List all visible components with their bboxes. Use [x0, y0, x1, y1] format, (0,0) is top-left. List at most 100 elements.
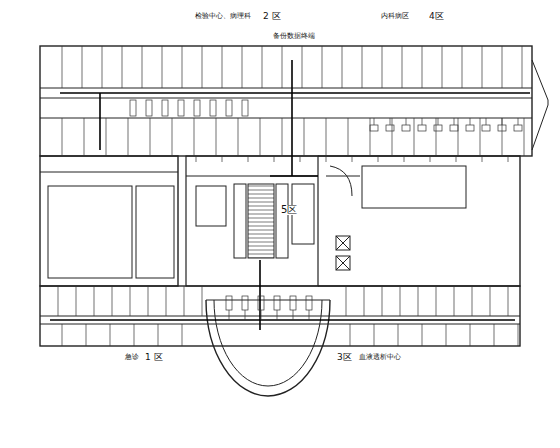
partition-wall — [142, 46, 143, 88]
partition-wall — [182, 46, 183, 88]
partition-wall — [248, 156, 249, 162]
air-unit — [386, 125, 394, 131]
partition-wall — [482, 156, 483, 162]
zone-number: 3区 — [336, 353, 353, 362]
partition-wall — [342, 46, 343, 88]
partition-wall — [102, 46, 103, 88]
zone-number: 5区 — [280, 205, 298, 215]
partition-wall — [229, 310, 230, 320]
partition-wall — [130, 286, 131, 316]
partition-wall — [326, 118, 327, 156]
partition-wall — [261, 310, 262, 320]
air-unit — [466, 125, 474, 131]
partition-wall — [112, 286, 113, 316]
partition-wall — [390, 118, 391, 125]
room-name: 备份数据终端 — [272, 33, 316, 40]
partition-wall — [518, 118, 519, 125]
air-unit — [210, 100, 216, 116]
partition-wall — [414, 118, 415, 156]
partition-wall — [84, 118, 85, 156]
partition-wall — [182, 324, 183, 346]
partition-wall — [274, 156, 275, 162]
air-unit — [370, 125, 378, 131]
air-unit — [274, 296, 280, 310]
air-unit — [226, 296, 232, 310]
partition-wall — [216, 118, 217, 156]
partition-wall — [322, 46, 323, 88]
zone-number: 1 区 — [144, 353, 164, 362]
partition-wall — [309, 310, 310, 320]
partition-wall — [422, 46, 423, 88]
partition-wall — [62, 118, 63, 156]
partition-wall — [362, 46, 363, 88]
partition-wall — [148, 286, 149, 316]
partition-wall — [202, 286, 203, 316]
air-unit — [226, 100, 232, 116]
partition-wall — [458, 118, 459, 156]
partition-wall — [454, 286, 455, 316]
zone-number: 4区 — [428, 12, 445, 21]
partition-wall — [524, 118, 525, 156]
partition-wall — [58, 286, 59, 316]
partition-wall — [472, 286, 473, 316]
partition-wall — [392, 118, 393, 156]
partition-wall — [508, 286, 509, 316]
partition-wall — [436, 118, 437, 156]
partition-wall — [106, 118, 107, 156]
air-unit — [290, 296, 296, 310]
partition-wall — [522, 46, 523, 88]
partition-wall — [282, 46, 283, 88]
partition-wall — [402, 46, 403, 88]
partition-wall — [508, 156, 509, 162]
partition-wall — [352, 156, 353, 162]
partition-wall — [86, 324, 87, 346]
partition-wall — [422, 118, 423, 125]
zone-name: 内科病区 — [380, 13, 410, 20]
partition-wall — [454, 118, 455, 125]
partition-wall — [94, 286, 95, 316]
partition-wall — [262, 46, 263, 88]
partition-wall — [398, 324, 399, 346]
partition-wall — [490, 286, 491, 316]
partition-wall — [300, 156, 301, 162]
air-unit — [434, 125, 442, 131]
air-unit — [482, 125, 490, 131]
zone-name: 血液透析中心 — [358, 354, 402, 361]
partition-wall — [370, 118, 371, 156]
partition-wall — [76, 286, 77, 316]
partition-wall — [406, 118, 407, 125]
zone-number: 2 区 — [262, 12, 282, 21]
partition-wall — [378, 156, 379, 162]
air-unit — [242, 100, 248, 116]
air-unit — [514, 125, 522, 131]
partition-wall — [150, 118, 151, 156]
partition-wall — [304, 118, 305, 156]
partition-wall — [260, 118, 261, 156]
partition-wall — [502, 118, 503, 156]
partition-wall — [462, 46, 463, 88]
air-unit — [130, 100, 136, 116]
partition-wall — [202, 46, 203, 88]
partition-wall — [418, 286, 419, 316]
partition-wall — [382, 46, 383, 88]
partition-wall — [277, 310, 278, 320]
partition-wall — [184, 286, 185, 316]
partition-wall — [364, 286, 365, 316]
partition-wall — [502, 118, 503, 125]
partition-wall — [110, 324, 111, 346]
air-unit — [178, 100, 184, 116]
partition-wall — [282, 118, 283, 156]
partition-wall — [62, 46, 63, 88]
zone-name: 急诊 — [124, 354, 140, 361]
air-unit — [450, 125, 458, 131]
air-unit — [418, 125, 426, 131]
partition-wall — [486, 118, 487, 125]
air-unit — [194, 100, 200, 116]
air-unit — [258, 296, 264, 310]
partition-wall — [430, 156, 431, 162]
partition-wall — [502, 46, 503, 88]
partition-wall — [382, 286, 383, 316]
partition-wall — [166, 286, 167, 316]
partition-wall — [436, 286, 437, 316]
partition-wall — [293, 310, 294, 320]
